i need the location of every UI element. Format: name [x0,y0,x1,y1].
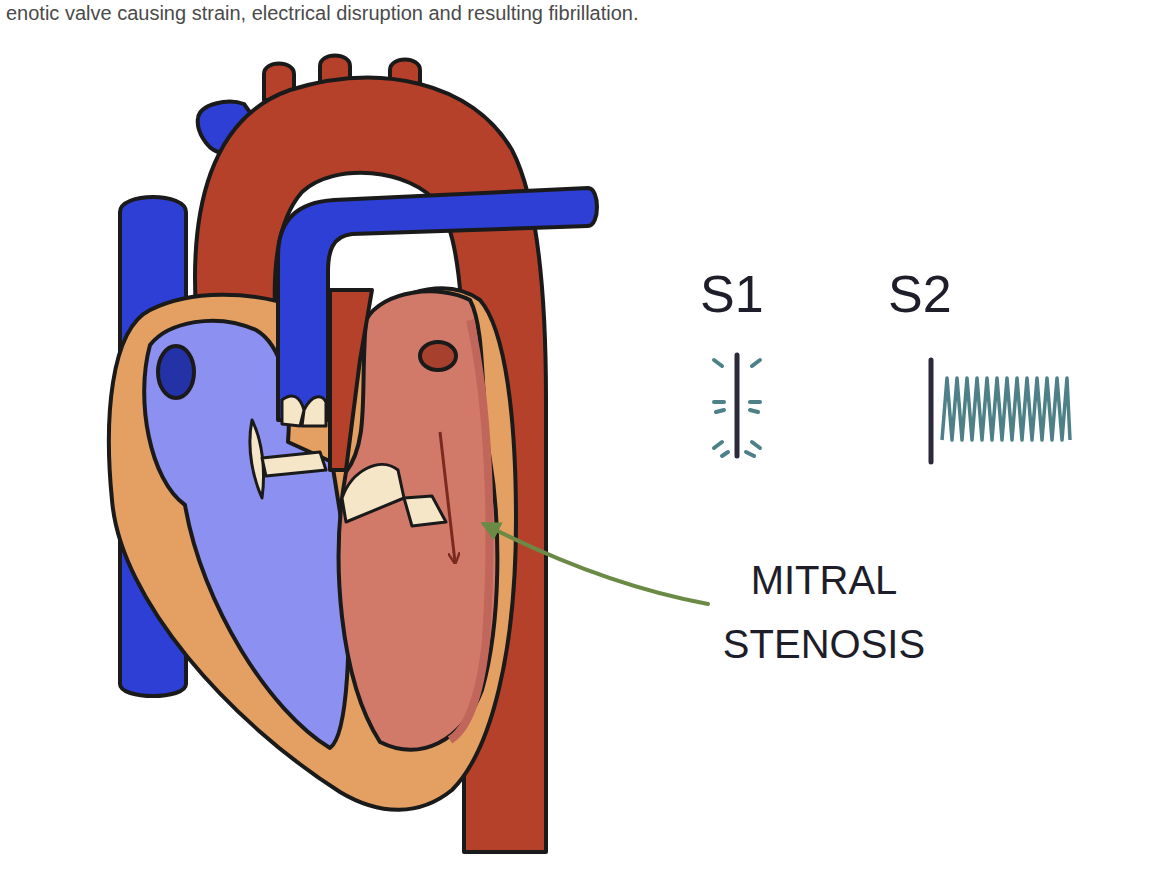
heart-sound-label: S2 [888,262,988,326]
caption-fragment: enotic valve causing strain, electrical … [6,0,906,26]
tricuspid-valve [250,420,326,498]
flow-arrow [440,432,455,562]
pulmonary-valve [282,396,326,426]
ascending-aorta [330,290,372,470]
vessel-opening [420,342,456,370]
s1-sound-symbol [714,355,760,456]
pulmonary-artery [278,188,597,420]
callout-label: MITRAL STENOSIS [712,548,936,676]
vessel-opening [158,346,194,398]
heart-sound-label: S1 [700,262,780,326]
mitral-valve [342,465,446,526]
leader-arrow [484,524,708,604]
s2-murmur-symbol [931,360,1070,462]
left-chambers [339,291,498,749]
ventricle-shading [450,320,489,740]
